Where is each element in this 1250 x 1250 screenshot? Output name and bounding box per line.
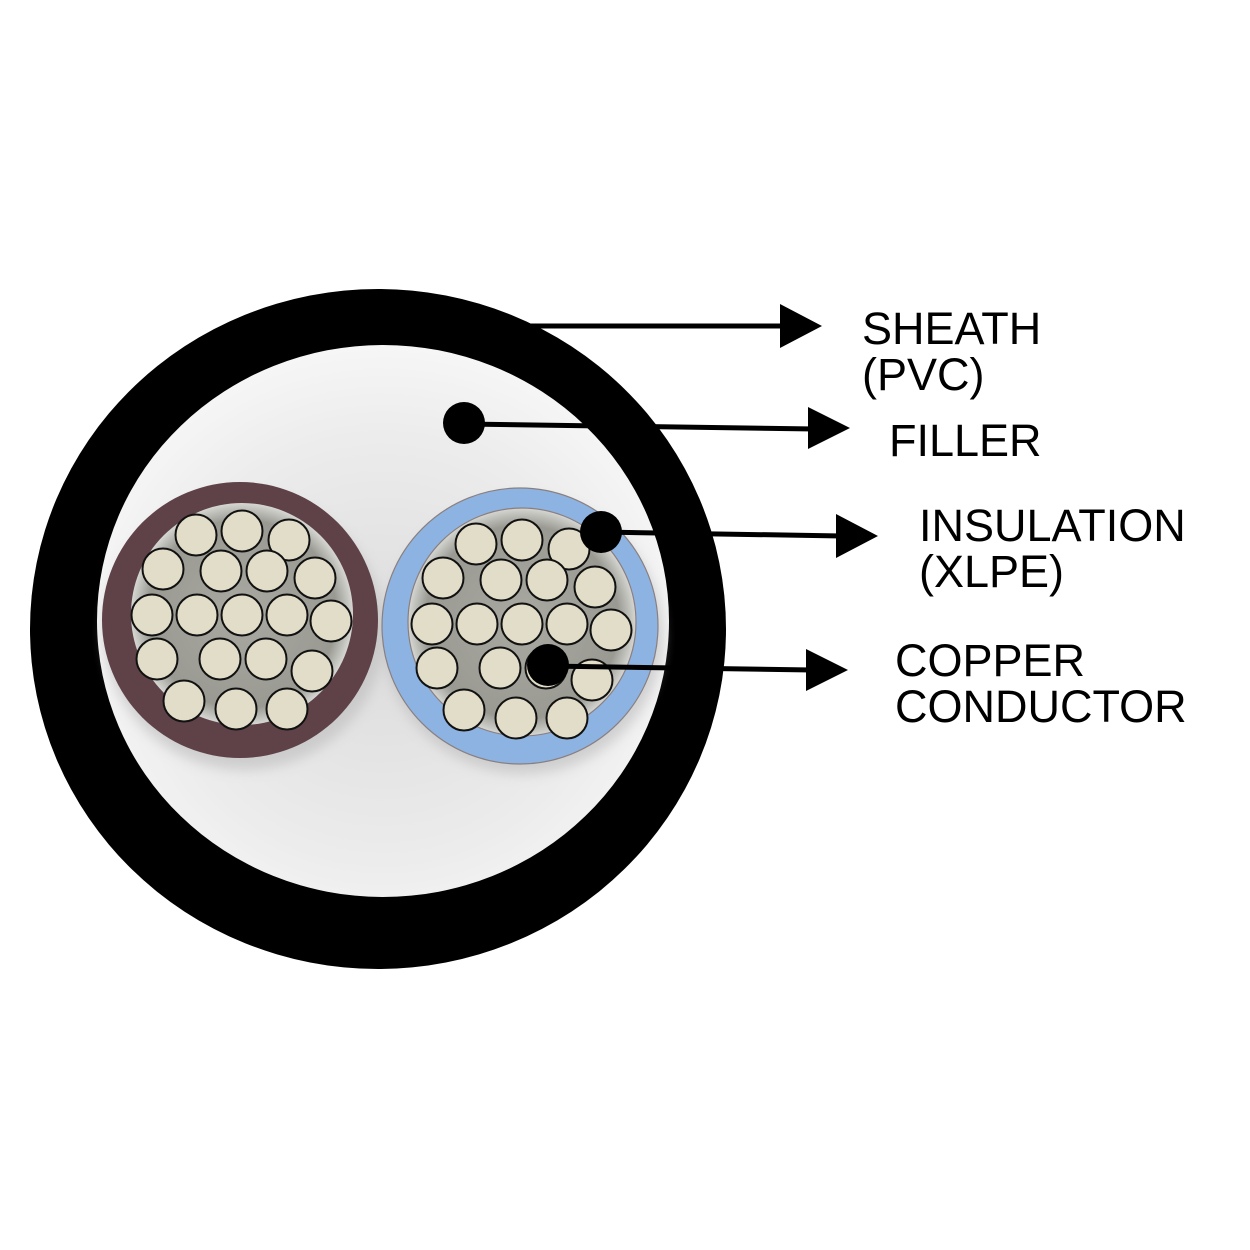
right-strand-13: [415, 646, 459, 690]
right-strand-9: [455, 602, 499, 646]
filler-pointer-dot: [443, 402, 485, 444]
left-strand-4: [141, 547, 185, 591]
sheath-label: SHEATH (PVC): [862, 306, 1041, 398]
insulation-label-line-1: INSULATION: [919, 500, 1186, 551]
left-strand-9: [175, 593, 219, 637]
conductor-label-line-2: CONDUCTOR: [895, 681, 1187, 732]
right-strand-4: [421, 556, 465, 600]
sheath-label-line-2: (PVC): [862, 349, 985, 400]
insulation-label: INSULATION (XLPE): [919, 503, 1186, 595]
left-strand-2: [220, 509, 264, 553]
sheath-arrowhead-icon: [780, 304, 822, 348]
right-strand-19: [545, 696, 589, 740]
left-strand-12: [309, 599, 353, 643]
filler-leader-line: [463, 421, 816, 432]
left-conductor-strands: [130, 509, 353, 731]
conductor-label: COPPER CONDUCTOR: [895, 638, 1187, 730]
right-strand-11: [545, 602, 589, 646]
left-strand-15: [244, 637, 288, 681]
callout-leaders: [443, 304, 878, 691]
left-strand-6: [245, 549, 289, 593]
left-strand-19: [265, 687, 309, 731]
left-strand-14: [198, 637, 242, 681]
right-strand-18: [494, 696, 538, 740]
insulation-label-line-2: (XLPE): [919, 546, 1065, 597]
conductor-label-line-1: COPPER: [895, 635, 1086, 686]
filler-label-line-1: FILLER: [889, 415, 1042, 466]
right-strand-1: [454, 522, 498, 566]
filler-label: FILLER: [889, 418, 1042, 464]
left-strand-8: [130, 593, 174, 637]
left-strand-13: [135, 637, 179, 681]
right-strand-5: [479, 558, 523, 602]
conductor-arrowhead-icon: [806, 649, 848, 691]
right-strand-12: [589, 608, 633, 652]
left-strand-11: [265, 593, 309, 637]
right-strand-16: [570, 658, 614, 702]
right-conductor-strands: [410, 518, 633, 740]
right-strand-14: [478, 646, 522, 690]
right-strand-8: [410, 602, 454, 646]
conductor-pointer-dot: [527, 644, 569, 686]
right-strand-7: [573, 565, 617, 609]
left-strand-18: [214, 687, 258, 731]
filler-arrowhead-icon: [808, 407, 850, 449]
conductor-leader-line: [547, 663, 813, 673]
left-strand-5: [199, 549, 243, 593]
insulation-arrowhead-icon: [836, 514, 878, 558]
sheath-label-line-1: SHEATH: [862, 303, 1042, 354]
right-strand-10: [500, 602, 544, 646]
left-strand-17: [162, 679, 206, 723]
right-strand-17: [442, 688, 486, 732]
right-strand-2: [500, 518, 544, 562]
left-strand-1: [174, 513, 218, 557]
left-strand-16: [290, 649, 334, 693]
left-strand-10: [220, 593, 264, 637]
left-strand-3: [267, 518, 311, 562]
insulation-leader-line: [600, 529, 843, 539]
right-strand-6: [525, 558, 569, 602]
left-strand-7: [293, 556, 337, 600]
